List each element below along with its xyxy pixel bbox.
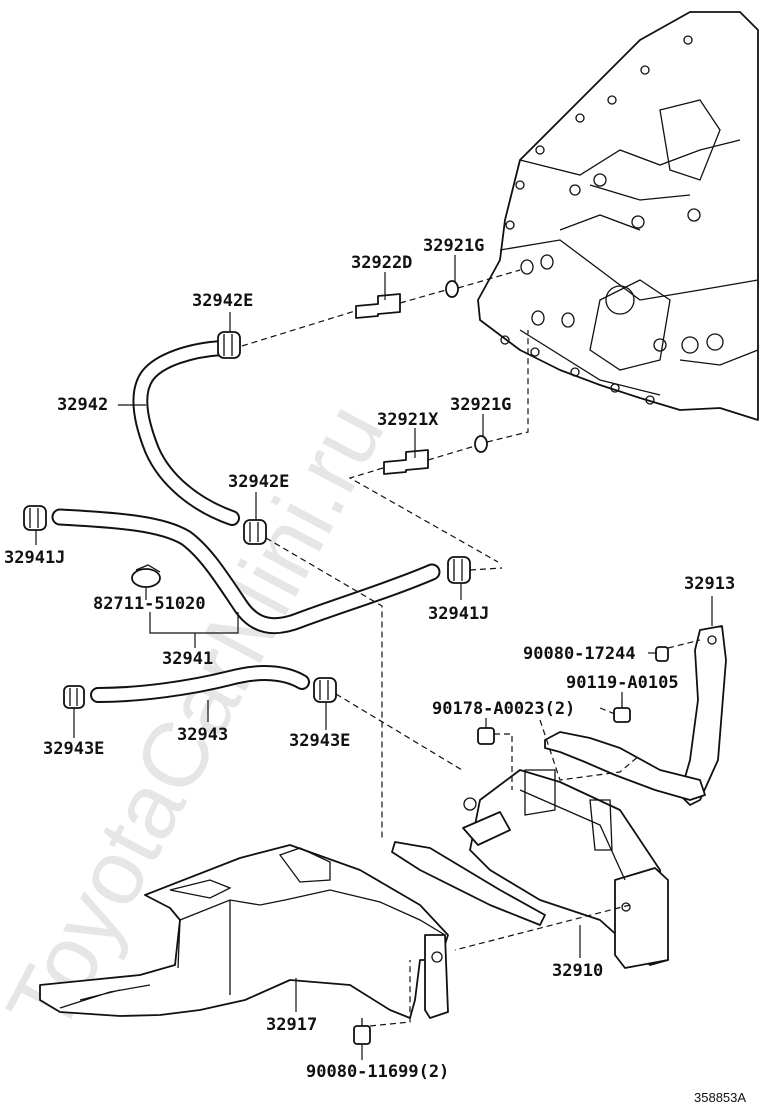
label-90080-17244: 90080-17244 xyxy=(523,644,636,664)
leader-lines xyxy=(35,255,713,1060)
bolt-90080-11699-icon xyxy=(353,1018,371,1045)
union-32922D-icon xyxy=(355,293,401,319)
label-32942: 32942 xyxy=(57,395,108,415)
o-ring-32921G-top-icon xyxy=(445,280,459,298)
label-32910: 32910 xyxy=(552,961,603,981)
hose-32941-illustration xyxy=(51,508,441,635)
clamp-32942E-top-icon xyxy=(217,331,241,359)
label-32941J-left: 32941J xyxy=(4,548,65,568)
bolt-90178-A0023-icon xyxy=(477,727,495,745)
label-82711-51020: 82711-51020 xyxy=(93,594,206,614)
part-labels: 32942E 32922D 32921G 32942 32921X 32921G… xyxy=(4,236,746,1105)
cooler-cover-32917-illustration xyxy=(39,844,449,1019)
assembly-dashed-lines xyxy=(241,269,701,1027)
label-32942E-mid: 32942E xyxy=(228,472,289,492)
label-32913: 32913 xyxy=(684,574,735,594)
label-90080-11699: 90080-11699(2) xyxy=(306,1062,449,1082)
label-32921G-mid: 32921G xyxy=(450,395,511,415)
clamp-32943E-left-icon xyxy=(63,685,85,709)
oil-cooler-32910-illustration xyxy=(391,769,669,969)
label-32942E-top: 32942E xyxy=(192,291,253,311)
bolt-90119-A0105-icon xyxy=(613,700,631,723)
bolt-90080-17244-icon xyxy=(655,646,669,662)
hose-32942-illustration xyxy=(132,340,240,526)
label-32941: 32941 xyxy=(162,649,213,669)
label-32917: 32917 xyxy=(266,1015,317,1035)
label-90119-A0105: 90119-A0105 xyxy=(566,673,679,693)
clamp-32941J-right-icon xyxy=(447,556,471,584)
label-32941J-right: 32941J xyxy=(428,604,489,624)
label-32943: 32943 xyxy=(177,725,228,745)
o-ring-32921G-mid-icon xyxy=(474,435,488,453)
clamp-32943E-right-icon xyxy=(313,677,337,703)
union-32921X-icon xyxy=(383,449,429,475)
bracket-32913-illustration xyxy=(544,625,727,806)
clamp-32942E-mid-icon xyxy=(243,519,267,545)
label-90178-A0023: 90178-A0023(2) xyxy=(432,699,575,719)
fitting-icons xyxy=(353,280,669,1045)
hose-32943-illustration xyxy=(90,665,310,703)
clamp-32941J-left-icon xyxy=(23,505,47,531)
label-32943E-left: 32943E xyxy=(43,739,104,759)
diagram-code: 358853A xyxy=(694,1090,746,1105)
label-32921G-top: 32921G xyxy=(423,236,484,256)
label-32921X: 32921X xyxy=(377,410,439,430)
label-32943E-right: 32943E xyxy=(289,731,350,751)
label-32922D: 32922D xyxy=(351,253,412,273)
hose-clamp-icons xyxy=(23,331,471,709)
clamp-82711-51020-icon xyxy=(131,564,161,588)
transmission-housing-illustration xyxy=(477,11,759,421)
